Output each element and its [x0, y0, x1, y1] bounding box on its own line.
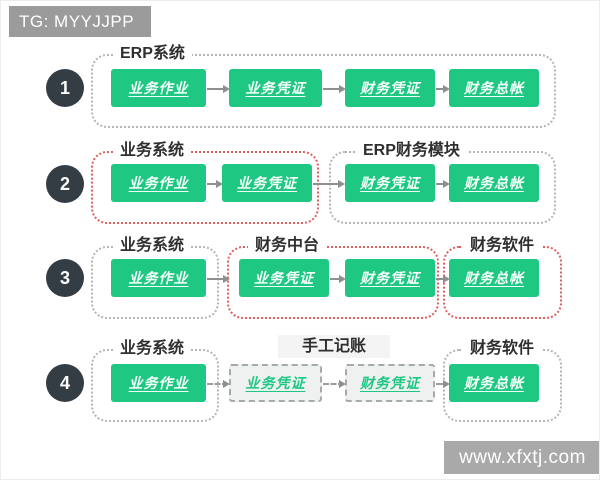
node-business-voucher: 业务凭证 [229, 69, 322, 107]
node-general-ledger: 财务总帐 [449, 259, 539, 297]
node-finance-voucher: 财务凭证 [345, 69, 435, 107]
node-business-operation: 业务作业 [111, 69, 206, 107]
node-business-voucher: 业务凭证 [239, 259, 329, 297]
arrow-icon [436, 275, 450, 283]
group-label: 财务软件 [463, 339, 542, 359]
group-label: 业务系统 [113, 339, 192, 359]
arrow-icon [436, 380, 450, 388]
site-watermark: www.xfxtj.com [444, 441, 599, 474]
arrow-icon [436, 85, 450, 93]
arrow-icon [207, 380, 230, 388]
arrow-icon [323, 85, 346, 93]
group-label-manual-bookkeeping: 手工记账 [278, 335, 390, 358]
group-label: ERP财务模块 [356, 141, 467, 161]
node-business-operation: 业务作业 [111, 164, 206, 202]
tg-watermark-badge: TG: MYYJJPP [9, 6, 151, 37]
node-business-voucher: 业务凭证 [222, 164, 312, 202]
arrow-icon [323, 380, 346, 388]
node-finance-voucher-manual: 财务凭证 [345, 364, 435, 402]
step-number-4: 4 [46, 364, 84, 402]
step-number-2: 2 [46, 165, 84, 203]
node-general-ledger: 财务总帐 [449, 69, 539, 107]
group-box-business-system [91, 151, 319, 224]
node-business-operation: 业务作业 [111, 259, 206, 297]
group-label: 业务系统 [113, 141, 192, 161]
arrow-icon [207, 180, 223, 188]
step-number-1: 1 [46, 69, 84, 107]
arrow-icon [207, 275, 230, 283]
node-general-ledger: 财务总帐 [449, 164, 539, 202]
group-label: 财务中台 [248, 236, 327, 256]
group-label: 业务系统 [113, 236, 192, 256]
node-finance-voucher: 财务凭证 [345, 164, 435, 202]
node-general-ledger: 财务总帐 [449, 364, 539, 402]
step-number-3: 3 [46, 259, 84, 297]
arrow-icon [207, 85, 230, 93]
group-label: 财务软件 [463, 236, 542, 256]
node-finance-voucher: 财务凭证 [345, 259, 435, 297]
arrow-icon [313, 180, 345, 188]
group-label: ERP系统 [113, 44, 192, 64]
group-box-erp-system [91, 54, 556, 128]
arrow-icon [436, 180, 450, 188]
node-business-voucher-manual: 业务凭证 [229, 364, 322, 402]
arrow-icon [330, 275, 346, 283]
node-business-operation: 业务作业 [111, 364, 206, 402]
